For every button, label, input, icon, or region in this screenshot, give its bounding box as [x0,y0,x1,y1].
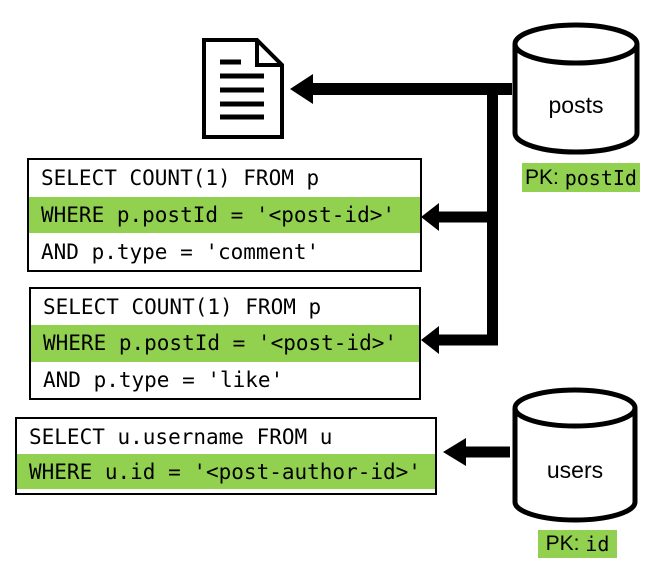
pk-label: PK: [545,532,580,555]
query-line: SELECT COUNT(1) FROM p [41,166,320,191]
query-box-like-count: SELECT COUNT(1) FROM p WHERE p.postId = … [29,287,421,400]
users-db-label: users [546,457,604,483]
users-database-cylinder-icon [512,387,638,523]
query-line: AND p.type = 'comment' [41,239,320,264]
posts-pk-badge: PK: postId [522,163,640,192]
query-line-highlighted: WHERE p.postId = '<post-id>' [31,325,419,362]
users-pk-value: id [585,532,610,556]
posts-db-label: posts [548,92,604,118]
arrowhead-icon [290,74,313,104]
pk-label: PK: [525,165,559,189]
users-pk-badge: PK: id [538,530,617,558]
query-line: SELECT COUNT(1) FROM p [43,295,322,320]
arrowhead-icon [421,203,439,231]
query-box-comment-count: SELECT COUNT(1) FROM p WHERE p.postId = … [27,158,422,272]
query-line-highlighted: WHERE u.id = '<post-author-id>' [17,454,435,489]
arrow-posts-to-comment-query [421,203,498,231]
posts-database-cylinder-icon [512,22,640,155]
document-icon [202,38,284,139]
arrow-posts-to-like-query [421,326,498,354]
arrowhead-icon [421,326,439,354]
arrowhead-icon [443,438,466,466]
query-line: AND p.type = 'like' [43,367,284,392]
query-line-highlighted: WHERE p.postId = '<post-id>' [29,196,420,234]
query-box-author-username: SELECT u.username FROM u WHERE u.id = '<… [15,417,437,495]
posts-pk-value: postId [564,165,637,190]
arrow-users-to-username-query [443,438,510,466]
arrow-posts-to-document [290,74,512,104]
query-line: SELECT u.username FROM u [29,424,333,449]
